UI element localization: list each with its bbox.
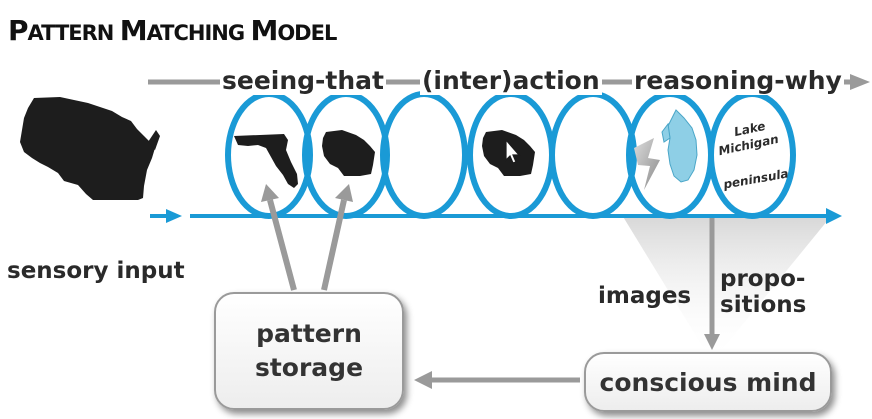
lake-michigan-icon (667, 109, 698, 183)
storage-arrow-head (335, 184, 353, 202)
sensory-input-label: sensory input (7, 258, 185, 284)
propositions-label: propo- (720, 266, 806, 292)
green-bay-icon (661, 122, 671, 143)
title-part: ATTERN (27, 21, 120, 45)
pattern-storage-box: pattern storage (214, 292, 404, 410)
input-stream-arrow-head (826, 208, 842, 224)
storage-arrow-head (261, 184, 279, 202)
title-part: M (119, 14, 148, 47)
florida-map-icon (234, 134, 298, 188)
wisconsin-map-icon (20, 97, 155, 200)
storage-arrow (267, 199, 297, 291)
images-label: images (598, 283, 692, 309)
lightning-icon (634, 138, 660, 190)
pattern-storage-label: pattern (256, 319, 362, 348)
input-arrow-head (166, 209, 182, 223)
attention-cone (622, 215, 832, 362)
storage-arrow (321, 199, 347, 291)
page-title: PATTERN MATCHING MODEL (8, 14, 337, 47)
mouse-cursor-icon (505, 138, 521, 164)
conscious-mind-label: conscious mind (599, 367, 817, 397)
stage-label-interaction: (inter)action (420, 66, 602, 95)
stage-label-seeing: seeing-that (220, 66, 386, 95)
pattern-storage-label: storage (254, 353, 364, 382)
stage-label-reasoning: reasoning-why (632, 66, 844, 95)
feedback-arrow-head (414, 371, 432, 389)
door-peninsula-icon (148, 130, 160, 150)
process-arrow-head (850, 74, 870, 90)
title-part: M (250, 14, 278, 47)
title-part: ODEL (277, 21, 337, 45)
conscious-mind-box: conscious mind (584, 352, 832, 412)
reasoning-arrow-head (704, 334, 720, 350)
title-part: ATCHING (146, 21, 251, 45)
loop (549, 91, 637, 219)
title-part: P (8, 14, 29, 47)
wisconsin-map-icon (322, 130, 375, 176)
loop (380, 91, 468, 219)
propositions-label: sitions (720, 292, 807, 318)
